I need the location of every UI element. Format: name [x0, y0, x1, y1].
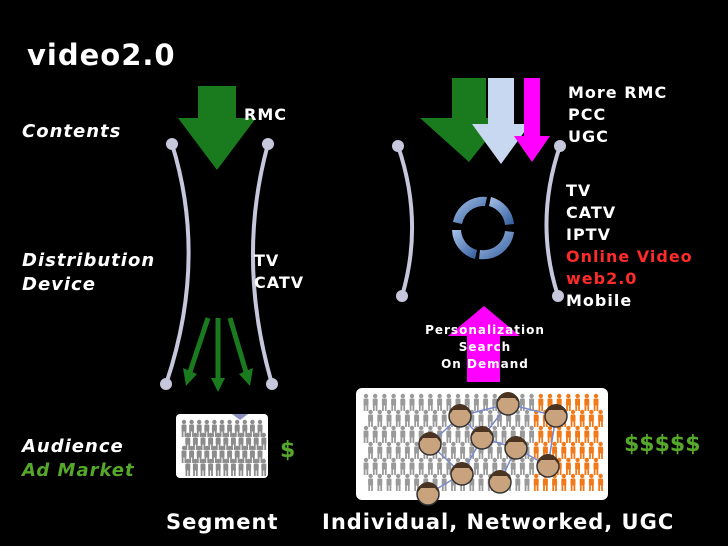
row-label-contents: Contents	[22, 121, 122, 142]
network-member-avatars	[416, 392, 568, 506]
avatar-hair	[452, 462, 472, 472]
right-channel-item: web2.0	[566, 269, 638, 288]
right-money: $$$$$	[624, 432, 701, 457]
left-money: $	[280, 438, 296, 463]
avatar-hair	[418, 482, 438, 492]
avatar-hair	[538, 454, 558, 464]
left-channel-list: TV CATV	[254, 250, 304, 294]
left-channel-item: TV	[254, 251, 280, 270]
left-distribution-arrows	[183, 317, 253, 392]
right-content-label: PCC	[568, 105, 607, 124]
right-caption: Individual, Networked, UGC	[322, 510, 675, 534]
left-content-label: RMC	[244, 105, 287, 124]
right-channel-item: CATV	[566, 203, 617, 222]
rmc-arrow-right	[420, 78, 504, 162]
right-channel-item: Mobile	[566, 291, 633, 310]
right-content-label: UGC	[568, 127, 609, 146]
ugc-arrow	[514, 78, 550, 162]
avatar-hair	[420, 432, 440, 442]
right-hourglass	[396, 145, 562, 297]
left-hourglass	[164, 143, 274, 385]
row-label-distribution: Distribution	[22, 250, 156, 271]
right-content-label: More RMC	[568, 83, 668, 102]
avatar-hair	[546, 404, 566, 414]
right-channel-item: Online Video	[566, 247, 693, 266]
right-channel-list: TV CATV IPTV Online Video web2.0 Mobile	[566, 180, 693, 312]
row-label-ad-market: Ad Market	[22, 460, 135, 481]
row-label-distribution-device: Distribution Device	[22, 249, 155, 297]
networked-people-panel	[356, 388, 608, 506]
avatar-hair	[490, 470, 510, 480]
row-label-audience: Audience	[22, 436, 124, 457]
pcc-arrow	[472, 78, 530, 164]
left-hourglass-dots	[160, 138, 278, 390]
row-label-audience-admarket: Audience Ad Market	[22, 435, 135, 483]
row-label-device: Device	[22, 274, 96, 295]
left-channel-item: CATV	[254, 273, 305, 292]
cycle-icon	[452, 196, 514, 260]
feature-item: Search	[458, 340, 512, 354]
segment-people-panel	[176, 414, 268, 478]
feature-list: Personalization Search On Demand	[424, 322, 546, 373]
left-caption: Segment	[166, 510, 279, 534]
feature-item: On Demand	[441, 357, 529, 371]
right-content-labels: More RMC PCC UGC	[568, 82, 667, 148]
rmc-arrow-left	[178, 86, 256, 170]
avatar-hair	[498, 392, 518, 402]
right-channel-item: TV	[566, 181, 592, 200]
audience-up-arrow	[448, 306, 520, 382]
avatar-hair	[472, 426, 492, 436]
avatar-hair	[450, 404, 470, 414]
slide-title: video2.0	[27, 38, 176, 72]
right-hourglass-dots	[392, 140, 566, 302]
feature-item: Personalization	[425, 323, 545, 337]
right-channel-item: IPTV	[566, 225, 611, 244]
avatar-hair	[506, 436, 526, 446]
